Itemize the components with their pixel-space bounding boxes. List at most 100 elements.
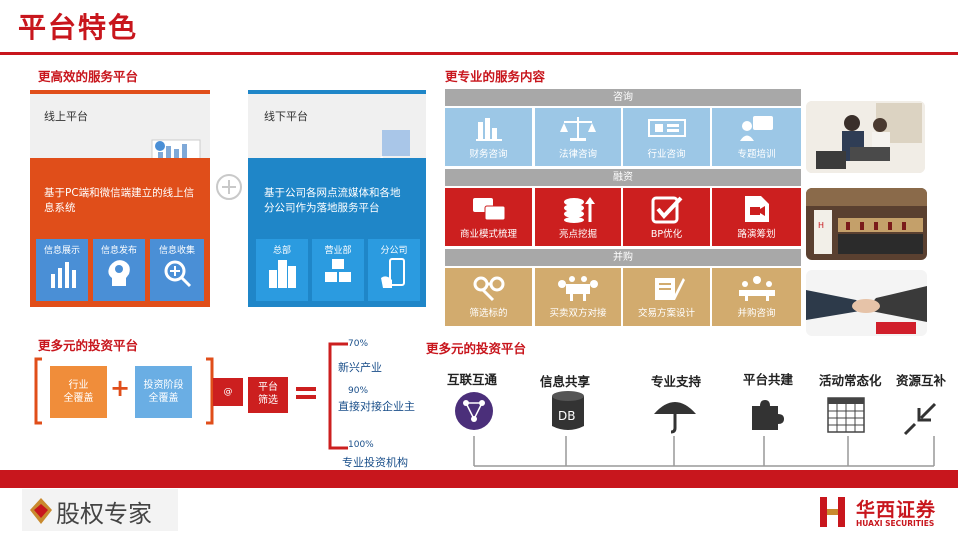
equals-icon: [296, 387, 316, 399]
footer-band: [0, 470, 958, 488]
band-finance: 融资: [445, 169, 801, 186]
tile-label: 营业部: [324, 246, 352, 256]
feature-label-co-build: 平台共建: [743, 372, 794, 387]
invest-pct-3: 100%: [348, 440, 374, 450]
umbrella-icon: [654, 402, 696, 434]
footer-left-logo: 股权专家: [22, 489, 178, 531]
chat-bubbles-icon: [472, 198, 505, 221]
tile-info-display[interactable]: 信息展示: [36, 239, 88, 301]
plus-circle-icon: [216, 174, 242, 200]
title-divider: [0, 52, 958, 55]
tile-subsidiary[interactable]: 分公司: [368, 239, 420, 301]
online-desc: 基于PC端和微信端建立的线上信息系统: [44, 187, 195, 214]
photo-handshake: [806, 270, 927, 336]
service-ma-consult[interactable]: 并购咨询: [712, 268, 801, 326]
huaxi-logo-icon: [820, 497, 845, 527]
feature-connector-lines: [473, 436, 935, 467]
tile-label: 信息展示: [43, 246, 80, 256]
binoculars-icon: [473, 276, 504, 302]
presenter-icon: [739, 116, 773, 141]
bracket-group: [34, 357, 214, 425]
service-label: 筛选标的: [469, 308, 508, 319]
scales-icon: [560, 117, 596, 141]
photo-business-meeting: [806, 101, 925, 173]
equity-expert-logo-icon: [30, 498, 52, 524]
section-heading-invest-right: 更多元的投资平台: [426, 341, 527, 356]
tile-info-collect[interactable]: 信息收集: [150, 239, 204, 301]
footer-right-logo-en: HUAXI SECURITIES: [856, 519, 935, 528]
service-label: 亮点挖掘: [558, 229, 597, 240]
invest-label-2: 直接对接企业主: [338, 400, 415, 413]
photo-roadshow-hall: H: [806, 188, 927, 260]
service-financial-consult[interactable]: 财务咨询: [445, 108, 532, 166]
feature-label-info-share: 信息共享: [540, 374, 591, 389]
service-industry-consult[interactable]: 行业咨询: [623, 108, 710, 166]
service-training[interactable]: 专题培训: [712, 108, 801, 166]
feature-label-regular-events: 活动常态化: [819, 373, 882, 388]
service-buyer-seller[interactable]: 买卖双方对接: [535, 268, 621, 326]
bar-chart-icon: [51, 262, 76, 288]
tile-label: 信息收集: [158, 246, 195, 256]
footer-left-logo-text: 股权专家: [56, 500, 152, 528]
team-table-icon: [738, 276, 775, 301]
footer-right-logo-text: 华西证券: [856, 499, 937, 521]
compress-arrows-icon: [903, 402, 937, 436]
service-legal-consult[interactable]: 法律咨询: [535, 108, 621, 166]
invest-pct-1: 70%: [348, 339, 369, 349]
magnifier-plus-icon: [164, 260, 192, 288]
small-badge: @: [213, 378, 243, 406]
band-ma: 并购: [445, 249, 801, 266]
service-label: 交易方案设计: [637, 308, 695, 319]
online-platform-title: 线上平台: [44, 110, 88, 123]
head-idea-icon: [108, 260, 130, 286]
service-highlight-mining[interactable]: 亮点挖掘: [535, 188, 621, 246]
feature-label-interconnect: 互联互通: [447, 372, 498, 387]
bar-chart-icon: [475, 118, 502, 141]
meeting-icon: [558, 276, 598, 301]
service-label: 财务咨询: [469, 149, 508, 160]
puzzle-icon: [752, 400, 784, 430]
band-consult: 咨询: [445, 89, 801, 106]
service-label: BP优化: [650, 229, 683, 240]
section-heading-invest-left: 更多元的投资平台: [38, 338, 139, 353]
cubes-icon: [325, 259, 351, 282]
tile-label: 信息发布: [100, 246, 137, 256]
online-platform-card: 线上平台 基于PC端和微信端建立的线上信息系统 信息展示 信息发布 信息收集: [30, 90, 210, 307]
tile-info-publish[interactable]: 信息发布: [93, 239, 145, 301]
service-roadshow[interactable]: 路演筹划: [712, 188, 801, 246]
service-target-screen[interactable]: 筛选标的: [445, 268, 532, 326]
right-brace: [328, 342, 348, 450]
industry-coverage-box: 行业 全覆盖: [50, 366, 107, 418]
platform-screen-box: 平台 筛选: [248, 377, 288, 413]
database-icon: DB: [552, 391, 584, 430]
footer-right-logo: 华西证券 HUAXI SECURITIES: [818, 493, 948, 533]
pen-doc-icon: [654, 278, 685, 300]
section-heading-professional: 更专业的服务内容: [445, 69, 546, 84]
phone-hand-icon: [381, 258, 405, 288]
offline-desc: 基于公司各网点流媒体和各地分公司作为落地服务平台: [264, 187, 401, 214]
chip-icon: [647, 119, 686, 137]
tile-branch-office[interactable]: 营业部: [312, 239, 364, 301]
service-label: 买卖双方对接: [549, 308, 607, 319]
offline-platform-card: 线下平台 基于公司各网点流媒体和各地分公司作为落地服务平台 总部 营业部 分公司: [248, 90, 426, 307]
tile-headquarters[interactable]: 总部: [256, 239, 308, 301]
people-laptop-image: [806, 101, 925, 173]
coin-stack-icon: [564, 197, 595, 223]
svg-text:H: H: [818, 221, 824, 230]
service-label: 专题培训: [737, 149, 776, 160]
stage-coverage-box: 投资阶段 全覆盖: [135, 366, 192, 418]
service-deal-design[interactable]: 交易方案设计: [623, 268, 710, 326]
service-label: 行业咨询: [647, 149, 686, 160]
service-label: 并购咨询: [737, 308, 776, 319]
service-label: 商业模式梳理: [459, 229, 517, 240]
service-bp-optimize[interactable]: BP优化: [623, 188, 710, 246]
section-heading-efficient: 更高效的服务平台: [38, 69, 139, 84]
page-title: 平台特色: [18, 11, 139, 44]
feature-label-pro-support: 专业支持: [651, 374, 702, 389]
service-business-model[interactable]: 商业模式梳理: [445, 188, 532, 246]
conference-hall-image: H: [806, 188, 927, 260]
plus-sign-icon: +: [110, 374, 131, 402]
calendar-icon: [827, 397, 865, 433]
tile-label: 总部: [272, 246, 291, 256]
handshake-image: [806, 270, 927, 336]
